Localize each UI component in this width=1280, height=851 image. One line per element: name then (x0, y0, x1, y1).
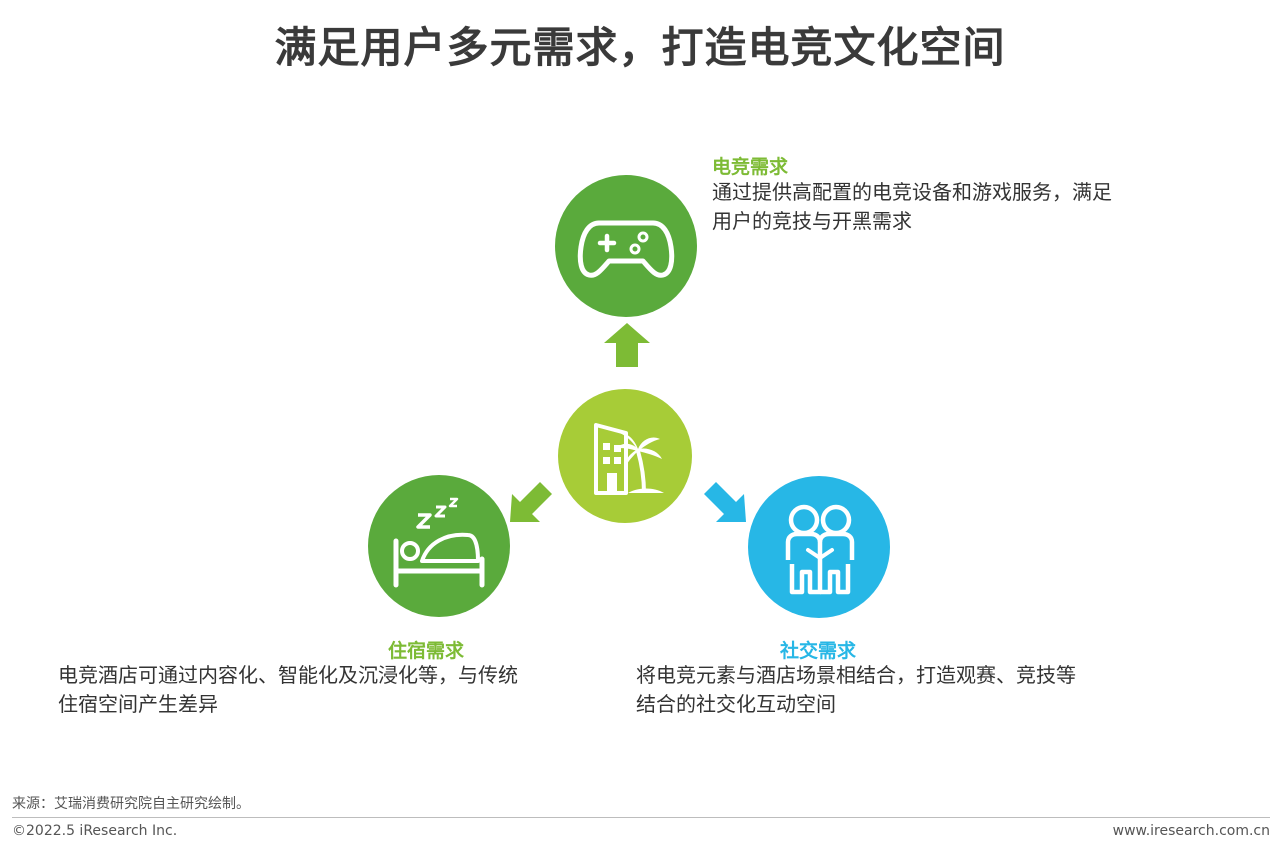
website-url: www.iresearch.com.cn (1112, 823, 1270, 839)
social-description-line1: 将电竞元素与酒店场景相结合，打造观赛、竞技等 (636, 663, 1076, 687)
footer-divider (12, 817, 1270, 818)
esports-description: 通过提供高配置的电竞设备和游戏服务，满足 用户的竞技与开黑需求 (712, 178, 1112, 236)
lodging-description-line1: 电竞酒店可通过内容化、智能化及沉浸化等，与传统 (58, 663, 518, 687)
source-note: 来源：艾瑞消费研究院自主研究绘制。 (12, 796, 250, 812)
esports-description-line1: 通过提供高配置的电竞设备和游戏服务，满足 (712, 180, 1112, 204)
lodging-circle (368, 475, 510, 617)
lodging-description-line2: 住宿空间产生差异 (58, 692, 218, 716)
esports-heading: 电竞需求 (712, 156, 789, 178)
arrow-up-icon (604, 323, 650, 367)
esports-hotel-circle (558, 389, 692, 523)
social-description: 将电竞元素与酒店场景相结合，打造观赛、竞技等 结合的社交化互动空间 (636, 661, 1076, 719)
social-description-line2: 结合的社交化互动空间 (636, 692, 836, 716)
social-circle (748, 476, 890, 618)
esports-circle (555, 175, 697, 317)
social-heading: 社交需求 (780, 640, 857, 662)
gamepad-icon (555, 175, 697, 317)
lodging-heading: 住宿需求 (388, 640, 465, 662)
arrow-down-left-icon (510, 482, 552, 522)
arrow-down-right-icon (704, 482, 746, 522)
page-title: 满足用户多元需求，打造电竞文化空间 (274, 23, 1006, 72)
esports-description-line2: 用户的竞技与开黑需求 (712, 209, 912, 233)
lodging-description: 电竞酒店可通过内容化、智能化及沉浸化等，与传统 住宿空间产生差异 (58, 661, 518, 719)
hotel-palm-icon (558, 389, 692, 523)
copyright: ©2022.5 iResearch Inc. (12, 823, 178, 839)
people-icon (748, 476, 890, 618)
bed-sleep-icon (368, 475, 510, 617)
